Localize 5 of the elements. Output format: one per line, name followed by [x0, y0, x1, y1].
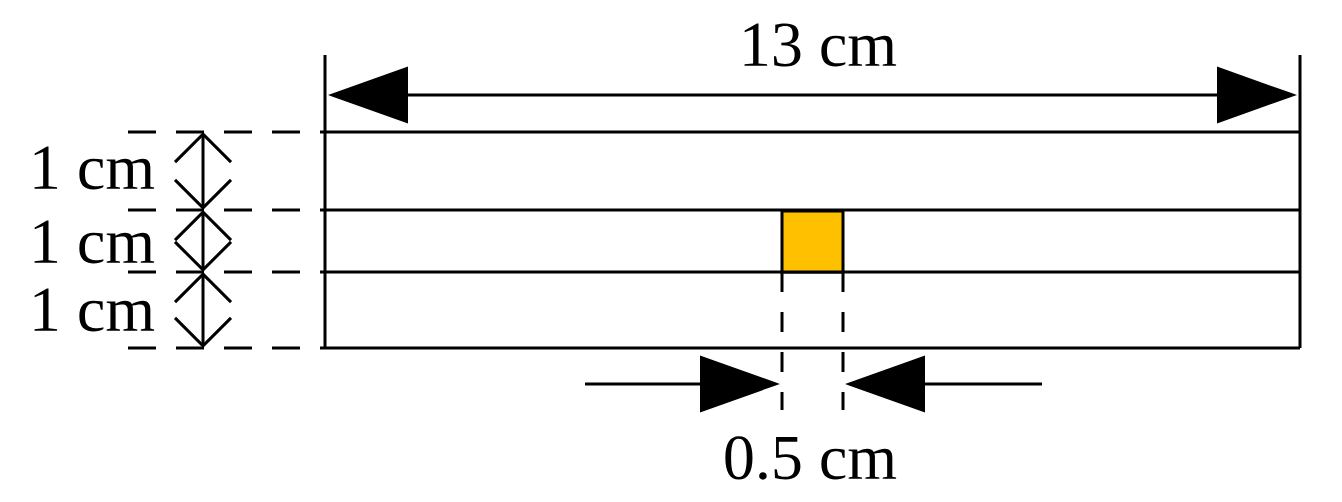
- dimension-label: 1 cm: [34, 288, 155, 332]
- dimension-label: 0.5 cm: [725, 436, 897, 480]
- dimension-label: 13 cm: [744, 23, 897, 67]
- dimension-label: 1 cm: [34, 146, 155, 190]
- dimension-label: 1 cm: [34, 220, 155, 264]
